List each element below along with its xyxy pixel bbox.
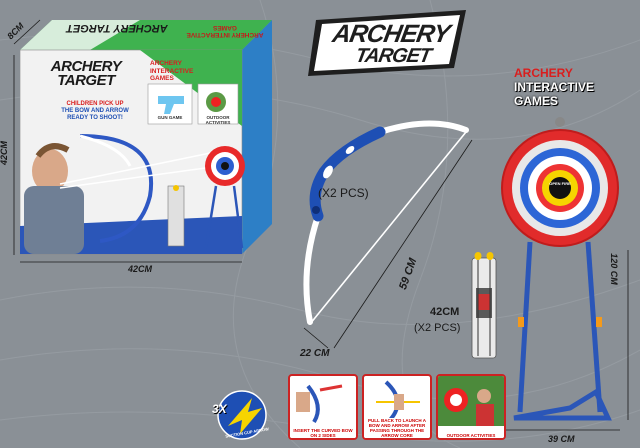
headline: ARCHERY INTERACTIVE GAMES (514, 66, 624, 108)
box-width-label: 42CM (128, 264, 153, 274)
box-logo: ARCHERY TARGET (28, 58, 144, 89)
target-stand (501, 117, 619, 421)
logo-line1: ARCHERY (330, 20, 452, 48)
arrow-length-label: 42CM (430, 306, 460, 318)
toy-gun-icon (158, 96, 184, 114)
box-tagline-line2: THE BOW AND ARROW (61, 108, 129, 114)
box-height-label: 42CM (0, 140, 10, 166)
step-2-caption: PULL BACK TO LAUNCH A BOW AND ARROW AFTE… (364, 418, 430, 438)
arrow-quantity-label: (X2 PCS) (414, 322, 461, 334)
headline-line3: GAMES (514, 94, 559, 108)
box-headline-line1: ARCHERY (150, 60, 182, 67)
bow-width-label: 22 CM (300, 348, 330, 359)
bow (303, 120, 473, 349)
archery-target-logo: ARCHERY TARGET (306, 10, 472, 80)
box-headline-line2: INTERACTIVE (150, 67, 194, 75)
step-3-caption: OUTDOOR ACTIVITIES (438, 433, 504, 438)
suction-arrow-badge (217, 390, 267, 440)
box-logo-line1: ARCHERY (50, 58, 122, 75)
box-side-face (242, 20, 272, 254)
target-center-text: OPEN FIRE (549, 181, 571, 186)
box-dimension-lines (13, 19, 242, 263)
box-bow (79, 134, 154, 243)
headline-line2: INTERACTIVE (514, 80, 595, 94)
bow-lower-limb (303, 213, 321, 325)
badge-count: 3X (212, 402, 227, 416)
box-headline-line3: GAMES (150, 75, 174, 82)
step-1-caption: INSERT THE CURVED BOW ON 2 SIDES (290, 428, 356, 438)
lightning-icon (228, 398, 262, 434)
box-gun-game-label: GUN GAME (157, 115, 183, 120)
product-box (20, 20, 272, 255)
bow-quantity-label: (X2 PCS) (318, 186, 369, 200)
logo-line2: TARGET (353, 45, 433, 67)
headline-line1: ARCHERY (514, 66, 573, 80)
stand-width-label: 39 CM (548, 434, 575, 444)
child-photo (32, 149, 68, 193)
bow-upper-limb (377, 120, 469, 135)
box-logo-line2: TARGET (57, 72, 115, 89)
box-tagline: CHILDREN PICK UP THE BOW AND ARROW READY… (40, 101, 150, 122)
step-1: INSERT THE CURVED BOW ON 2 SIDES (288, 374, 358, 440)
box-outdoor-label: OUTDOOR ACTIVITIES (205, 115, 231, 125)
step-2: PULL BACK TO LAUNCH A BOW AND ARROW AFTE… (362, 374, 432, 440)
arrow-pack (471, 252, 497, 359)
box-headline: ARCHERY INTERACTIVE GAMES (150, 60, 230, 83)
stand-dimension-lines (506, 250, 629, 431)
bow-string (309, 131, 467, 325)
box-tagline-line1: CHILDREN PICK UP (66, 101, 124, 107)
box-tagline-line3: READY TO SHOOT! (67, 115, 123, 121)
stand-height-label: 120 CM (608, 253, 619, 285)
step-3: OUTDOOR ACTIVITIES (436, 374, 506, 440)
